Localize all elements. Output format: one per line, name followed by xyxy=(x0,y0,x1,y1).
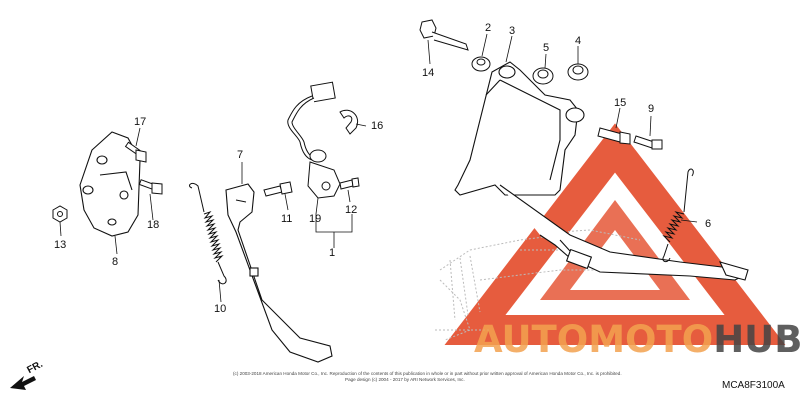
copyright-line-1: (c) 2003-2018 American Honda Motor Co., … xyxy=(233,371,622,376)
callout-16: 16 xyxy=(371,120,384,132)
bolt-15 xyxy=(597,127,631,145)
callout-10: 10 xyxy=(214,303,227,315)
bolt-9 xyxy=(633,135,663,150)
bolt-17 xyxy=(124,141,147,163)
callout-13: 13 xyxy=(54,239,67,251)
callout-11: 11 xyxy=(281,213,293,225)
side-stand xyxy=(225,183,333,363)
side-stand-switch xyxy=(287,81,341,199)
bolt-18 xyxy=(138,179,163,195)
bolt-12 xyxy=(339,177,360,190)
spring-6 xyxy=(662,168,694,263)
stand-bracket xyxy=(79,131,141,237)
bush-5 xyxy=(532,67,554,85)
front-direction-arrow xyxy=(10,376,36,390)
spring-10 xyxy=(189,182,227,285)
callout-6: 6 xyxy=(705,218,712,230)
callout-7: 7 xyxy=(237,149,244,161)
callout-2: 2 xyxy=(485,22,492,34)
collar-2 xyxy=(471,56,491,72)
callout-5: 5 xyxy=(543,42,550,54)
callout-15: 15 xyxy=(614,97,627,109)
callout-8: 8 xyxy=(112,256,119,268)
nut-13 xyxy=(52,205,68,223)
watermark-text: AUTOMOTOHUB xyxy=(474,318,800,361)
callout-3: 3 xyxy=(509,25,516,37)
copyright-line-2: Page design (c) 2004 - 2017 by ARI Netwo… xyxy=(345,377,465,382)
clip-16 xyxy=(339,109,358,135)
bolt-14 xyxy=(419,19,469,51)
main-stand xyxy=(454,61,749,281)
callout-19: 19 xyxy=(309,213,322,225)
callout-17: 17 xyxy=(134,116,147,128)
bush-4 xyxy=(567,63,589,81)
callout-12: 12 xyxy=(345,204,358,216)
callout-1: 1 xyxy=(329,247,336,259)
leader-lines xyxy=(59,33,698,303)
callout-14: 14 xyxy=(422,67,435,79)
callout-18: 18 xyxy=(147,219,160,231)
callout-9: 9 xyxy=(648,103,655,115)
bolt-11 xyxy=(263,181,293,197)
diagram-code: MCA8F3100A xyxy=(722,380,785,391)
callout-4: 4 xyxy=(575,35,582,47)
